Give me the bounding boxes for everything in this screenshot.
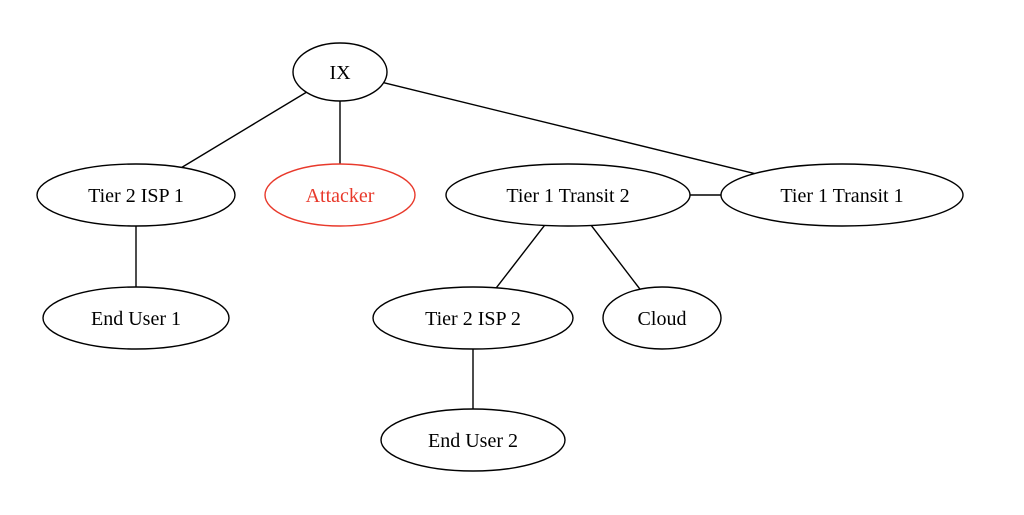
- node-cloud: Cloud: [602, 286, 722, 350]
- node-t2isp2: Tier 2 ISP 2: [372, 286, 574, 350]
- node-eu1: End User 1: [42, 286, 230, 350]
- edge-t1t2-t2isp2: [495, 224, 546, 289]
- node-attacker: Attacker: [264, 163, 416, 227]
- node-label: Tier 2 ISP 2: [425, 308, 521, 330]
- node-ellipse: [372, 286, 574, 350]
- node-ellipse: [292, 42, 388, 102]
- node-label: IX: [329, 62, 351, 84]
- node-ix: IX: [292, 42, 388, 102]
- node-label: End User 2: [428, 430, 518, 452]
- node-t1t2: Tier 1 Transit 2: [445, 163, 691, 227]
- node-eu2: End User 2: [380, 408, 566, 472]
- node-label: Attacker: [306, 185, 375, 207]
- node-t1t1: Tier 1 Transit 1: [720, 163, 964, 227]
- node-ellipse: [720, 163, 964, 227]
- edge-t1t2-cloud: [590, 225, 641, 290]
- node-label: Tier 2 ISP 1: [88, 185, 184, 207]
- node-label: Tier 1 Transit 1: [780, 185, 903, 207]
- node-label: End User 1: [91, 308, 181, 330]
- node-ellipse: [42, 286, 230, 350]
- nodes-layer: IX Tier 2 ISP 1 Attacker Tier 1 Transit 2 Ti…: [36, 42, 964, 472]
- node-label: Cloud: [638, 308, 687, 330]
- edge-ix-t1t1: [383, 82, 755, 175]
- node-ellipse: [602, 286, 722, 350]
- edges-layer: [135, 82, 755, 409]
- node-ellipse: [380, 408, 566, 472]
- node-ellipse: [36, 163, 236, 227]
- edge-ix-t2isp1: [181, 91, 307, 169]
- node-label: Tier 1 Transit 2: [506, 185, 629, 207]
- node-ellipse: [445, 163, 691, 227]
- node-t2isp1: Tier 2 ISP 1: [36, 163, 236, 227]
- node-ellipse: [264, 163, 416, 227]
